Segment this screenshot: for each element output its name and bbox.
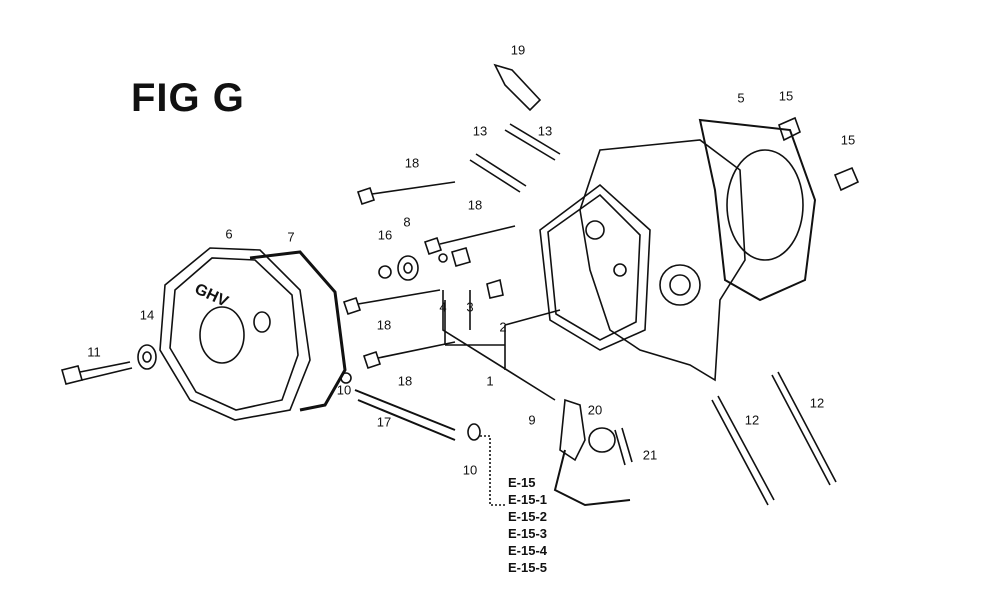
callout-11: 11 (87, 344, 101, 360)
callout-9: 9 (528, 412, 536, 428)
callout-13: 13 (472, 123, 488, 139)
callout-17: 17 (376, 414, 392, 430)
reference-e-15-3: E-15-3 (508, 526, 548, 541)
cylinder-head-drawing (539, 139, 746, 382)
reference-e-15: E-15 (508, 475, 536, 490)
callout-3: 3 (466, 299, 474, 315)
callout-4: 4 (439, 299, 447, 315)
callout-18: 18 (404, 155, 420, 171)
callout-12: 12 (809, 395, 825, 411)
callout-13: 13 (537, 123, 553, 139)
callout-21: 21 (642, 447, 658, 463)
callout-18: 18 (376, 317, 392, 333)
callout-20: 20 (587, 402, 603, 418)
svg-text:GHV: GHV (192, 281, 231, 311)
callout-18: 18 (467, 197, 483, 213)
callout-10: 10 (462, 462, 478, 478)
callout-7: 7 (287, 229, 295, 245)
callout-19: 19 (510, 42, 526, 58)
figure-title: FIG G (131, 76, 245, 120)
callout-14: 14 (139, 307, 155, 323)
callout-6: 6 (225, 226, 233, 242)
head-cover-drawing: GHV (159, 247, 311, 421)
callout-18: 18 (397, 373, 413, 389)
callout-16: 16 (377, 227, 393, 243)
callout-5: 5 (737, 90, 745, 106)
callout-10: 10 (336, 382, 352, 398)
callout-15: 15 (778, 88, 794, 104)
callout-12: 12 (744, 412, 760, 428)
callout-8: 8 (403, 214, 411, 230)
reference-e-15-4: E-15-4 (508, 543, 548, 558)
reference-e-15-2: E-15-2 (508, 509, 548, 524)
reference-e-15-5: E-15-5 (508, 560, 548, 575)
callout-1: 1 (486, 373, 494, 389)
callout-2: 2 (499, 319, 507, 335)
callout-15: 15 (840, 132, 856, 148)
reference-e-15-1: E-15-1 (508, 492, 548, 507)
